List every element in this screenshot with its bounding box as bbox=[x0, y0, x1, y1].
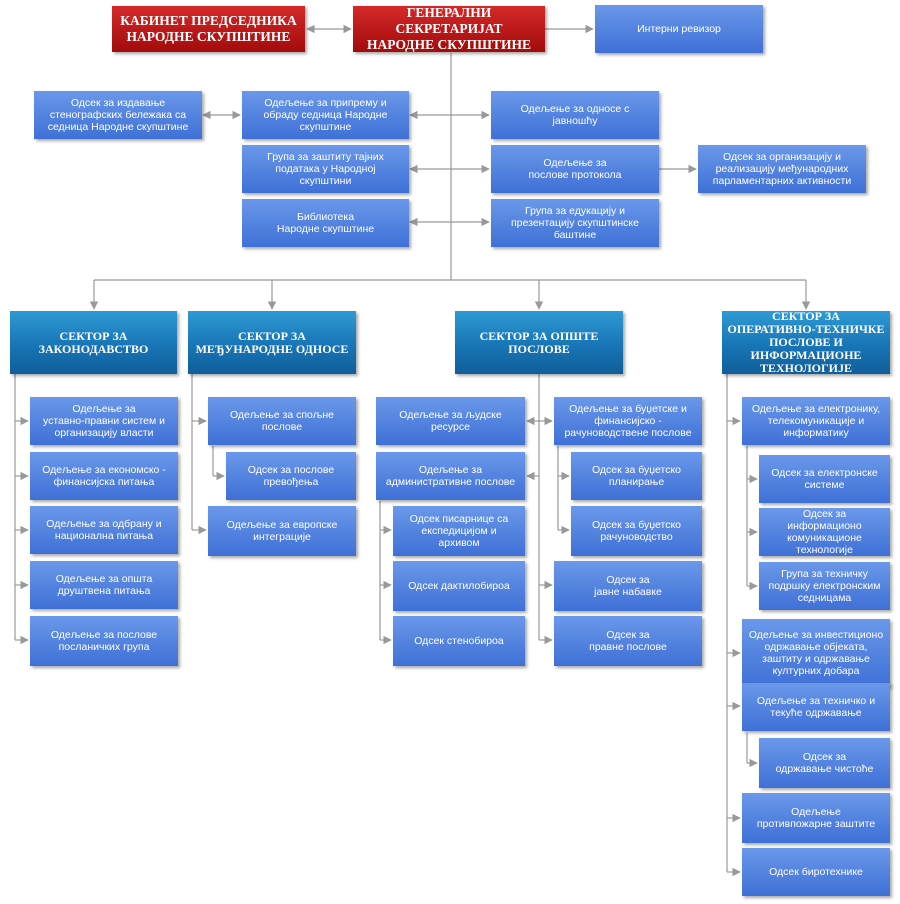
sector-legislation: СЕКТОР ЗА ЗАКОНОДАВСТВО bbox=[10, 311, 177, 374]
sector-technical: СЕКТОР ЗА ОПЕРАТИВНО-ТЕХНИЧКЕ ПОСЛОВЕ И … bbox=[722, 310, 890, 375]
legislation-unit: Одељење за послове посланичких група bbox=[30, 616, 178, 666]
protocol-box: Одељење за послове протокола bbox=[491, 145, 659, 193]
hr-box: Одељење за људске ресурсе bbox=[376, 397, 525, 445]
fire-protection-box: Одељење противпожарне заштите bbox=[742, 793, 890, 843]
registry-box: Одсек писарнице са експедицијом и архиво… bbox=[393, 506, 525, 556]
translation-box: Одсек за послове превођења bbox=[226, 452, 356, 500]
legislation-unit: Одељење за уставно-правни систем и орган… bbox=[30, 397, 178, 445]
electronics-box: Одељење за електронику, телекомуникације… bbox=[742, 397, 890, 445]
typing-pool-box: Одсек дактилобироа bbox=[393, 561, 525, 611]
legal-box: Одсек за правне послове bbox=[554, 616, 702, 666]
office-technology-box: Одсек биротехнике bbox=[742, 848, 890, 896]
stenographic-box: Одсек за издавање стенографских бележака… bbox=[34, 91, 202, 139]
it-tech-box: Одсек за информационо комуникационе техн… bbox=[759, 508, 890, 556]
electronic-systems-box: Одсек за електронске системе bbox=[759, 455, 890, 503]
steno-pool-box: Одсек стенобироа bbox=[393, 616, 525, 666]
sessions-box: Одељење за припрему и обраду седница Нар… bbox=[242, 91, 409, 139]
budget-accounting-box: Одсек за буџетско рачуноводство bbox=[571, 506, 702, 556]
budget-planning-box: Одсек за буџетско планирање bbox=[571, 452, 702, 500]
tech-support-box: Група за техничку подршку електронским с… bbox=[759, 562, 890, 610]
sector-international: СЕКТОР ЗА МЕЂУНАРОДНЕ ОДНОСЕ bbox=[188, 311, 356, 374]
cleaning-box: Одсек за одржавање чистоће bbox=[759, 738, 890, 788]
secretariat-box: ГЕНЕРАЛНИ СЕКРЕТАРИЈАТ НАРОДНЕ СКУПШТИНЕ bbox=[353, 5, 545, 52]
cabinet-box: КАБИНЕТ ПРЕДСЕДНИКА НАРОДНЕ СКУПШТИНЕ bbox=[112, 6, 305, 52]
education-box: Група за едукацију и презентацију скупшт… bbox=[491, 199, 659, 247]
procurement-box: Одсек за јавне набавке bbox=[554, 561, 702, 611]
library-box: Библиотека Народне скупштине bbox=[242, 199, 409, 247]
secret-data-box: Група за заштиту тајних података у Народ… bbox=[242, 145, 409, 193]
parliamentary-activities-box: Одсек за организацију и реализацију међу… bbox=[698, 145, 866, 193]
budget-box: Одељење за буџетске и финансијско - рачу… bbox=[554, 397, 702, 445]
auditor-box: Интерни ревизор bbox=[595, 5, 763, 53]
foreign-affairs-box: Одељење за спољне послове bbox=[208, 397, 356, 445]
public-relations-box: Одељење за односе с јавношћу bbox=[491, 91, 659, 139]
maintenance-box: Одељење за техничко и текуће одржавање bbox=[742, 683, 890, 731]
investment-box: Одељење за инвестиционо одржавање објека… bbox=[742, 619, 890, 687]
legislation-unit: Одељење за економско - финансијска питањ… bbox=[30, 452, 178, 500]
legislation-unit: Одељење за одбрану и национална питања bbox=[30, 506, 178, 554]
sector-general: СЕКТОР ЗА ОПШТЕ ПОСЛОВЕ bbox=[455, 311, 623, 374]
legislation-unit: Одељење за општа друштвена питања bbox=[30, 561, 178, 609]
european-integration-box: Одељење за европске интеграције bbox=[208, 506, 356, 556]
administrative-box: Одељење за административне послове bbox=[376, 452, 525, 500]
